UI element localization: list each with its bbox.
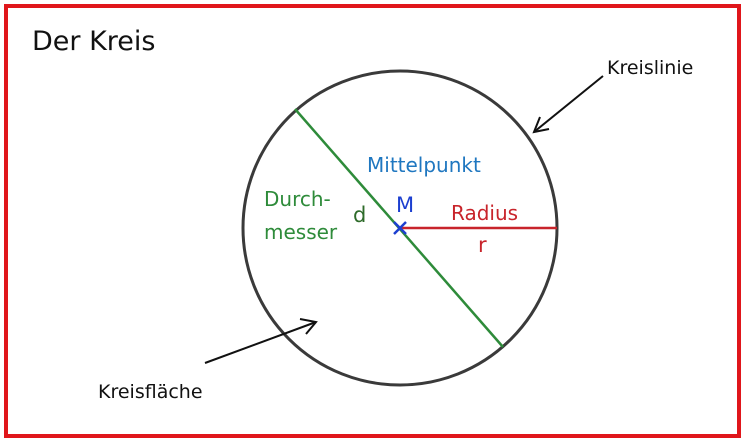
kreisflaeche-label: Kreisfläche [98,381,203,403]
diagram-frame [4,4,741,438]
durchmesser-label-line1: Durch- [264,187,331,211]
arrow-kreislinie [532,75,604,134]
diagram-title: Der Kreis [32,26,155,57]
radius-label: Radius [451,201,518,225]
durchmesser-label-line2: messer [264,220,338,244]
arrow-kreisflaeche [204,318,318,364]
durchmesser-symbol: d [353,203,366,227]
mittelpunkt-symbol: M [396,193,414,217]
kreislinie-label: Kreislinie [607,57,693,79]
mittelpunkt-label: Mittelpunkt [367,153,481,177]
center-mark [393,221,407,235]
radius-symbol: r [478,233,487,257]
